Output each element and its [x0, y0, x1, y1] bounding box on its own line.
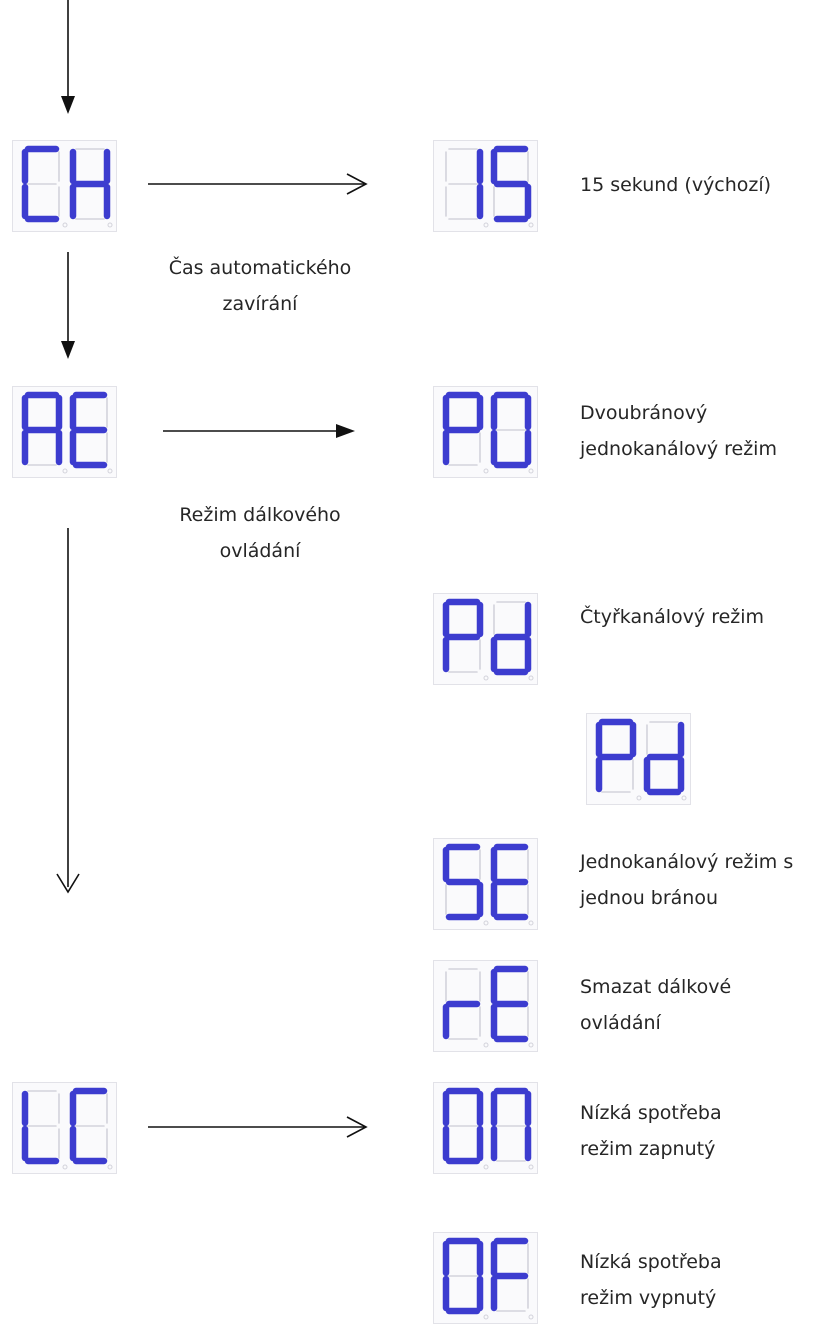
digit [442, 598, 484, 673]
option-low-power-off: Nízká spotřeba režim vypnutý [580, 1251, 722, 1309]
digit [21, 391, 63, 466]
seven-segment-digits [442, 843, 534, 926]
arrow-ae-to-lc [56, 528, 80, 894]
option-single-channel-single-gate: Jednokanálový režim s jednou bránou [580, 851, 794, 909]
decimal-point [483, 468, 489, 474]
seven-segment-digits [445, 145, 534, 228]
label-auto-close-time: Čas automatického zavírání [168, 257, 352, 315]
digit [490, 391, 532, 469]
display-ch [12, 140, 117, 232]
digit [69, 1087, 108, 1165]
digit [445, 148, 484, 220]
decimal-point [528, 222, 534, 228]
decimal-point [528, 675, 534, 681]
display-on [433, 1082, 538, 1174]
digit [69, 391, 108, 469]
seven-segment-digits [442, 965, 534, 1048]
decimal-point [483, 1164, 489, 1170]
digit [442, 391, 484, 466]
seven-segment-digits [442, 1237, 534, 1320]
option-low-power-on: Nízká spotřeba režim zapnutý [580, 1102, 722, 1160]
digit [490, 965, 529, 1043]
display-of [433, 1232, 538, 1324]
decimal-point [528, 1042, 534, 1048]
arrow-ch-to-ae [61, 252, 75, 359]
decimal-point [636, 795, 642, 801]
display-p0 [433, 386, 538, 478]
decimal-point [107, 222, 113, 228]
decimal-point [681, 795, 687, 801]
seven-segment-digits [21, 145, 113, 228]
arrow-lc-to-on [148, 1116, 368, 1138]
digit [490, 1087, 532, 1162]
arrow-ae-to-p0 [163, 424, 355, 438]
seven-segment-digits [442, 598, 534, 681]
display-se [433, 838, 538, 930]
digit [442, 1237, 484, 1315]
display-lc [12, 1082, 117, 1174]
digit [21, 145, 60, 223]
decimal-point [483, 222, 489, 228]
display-re [433, 960, 538, 1052]
digit [442, 968, 481, 1040]
digit [490, 1237, 529, 1312]
decimal-point [62, 222, 68, 228]
option-four-channel: Čtyřkanálový režim [580, 606, 765, 628]
label-remote-mode: Režim dálkového ovládání [179, 504, 341, 562]
seven-segment-digits [21, 391, 113, 474]
decimal-point [528, 468, 534, 474]
digit [21, 1090, 60, 1165]
decimal-point [107, 468, 113, 474]
digit [643, 721, 685, 796]
digit [490, 601, 532, 676]
digit [490, 145, 532, 223]
seven-segment-digits [442, 391, 534, 474]
decimal-point [62, 1164, 68, 1170]
option-15-seconds: 15 sekund (výchozí) [580, 174, 772, 196]
display-pd-second [586, 713, 691, 805]
arrow-into-ch [61, 0, 75, 114]
seven-segment-digits [21, 1087, 113, 1170]
decimal-point [483, 1314, 489, 1320]
digit [442, 1087, 484, 1165]
option-delete-remote: Smazat dálkové ovládání [580, 976, 732, 1034]
digit [442, 843, 484, 921]
digit [595, 718, 637, 793]
digit [490, 843, 529, 921]
arrow-ch-to-15 [148, 173, 368, 195]
decimal-point [528, 920, 534, 926]
display-ae [12, 386, 117, 478]
option-two-gate-single-channel: Dvoubránový jednokanálový režim [580, 402, 777, 460]
decimal-point [483, 1042, 489, 1048]
decimal-point [483, 920, 489, 926]
decimal-point [62, 468, 68, 474]
decimal-point [483, 675, 489, 681]
display-15 [433, 140, 538, 232]
decimal-point [528, 1164, 534, 1170]
display-pd [433, 593, 538, 685]
seven-segment-digits [442, 1087, 534, 1170]
decimal-point [528, 1314, 534, 1320]
seven-segment-digits [595, 718, 687, 801]
decimal-point [107, 1164, 113, 1170]
digit [69, 148, 111, 220]
